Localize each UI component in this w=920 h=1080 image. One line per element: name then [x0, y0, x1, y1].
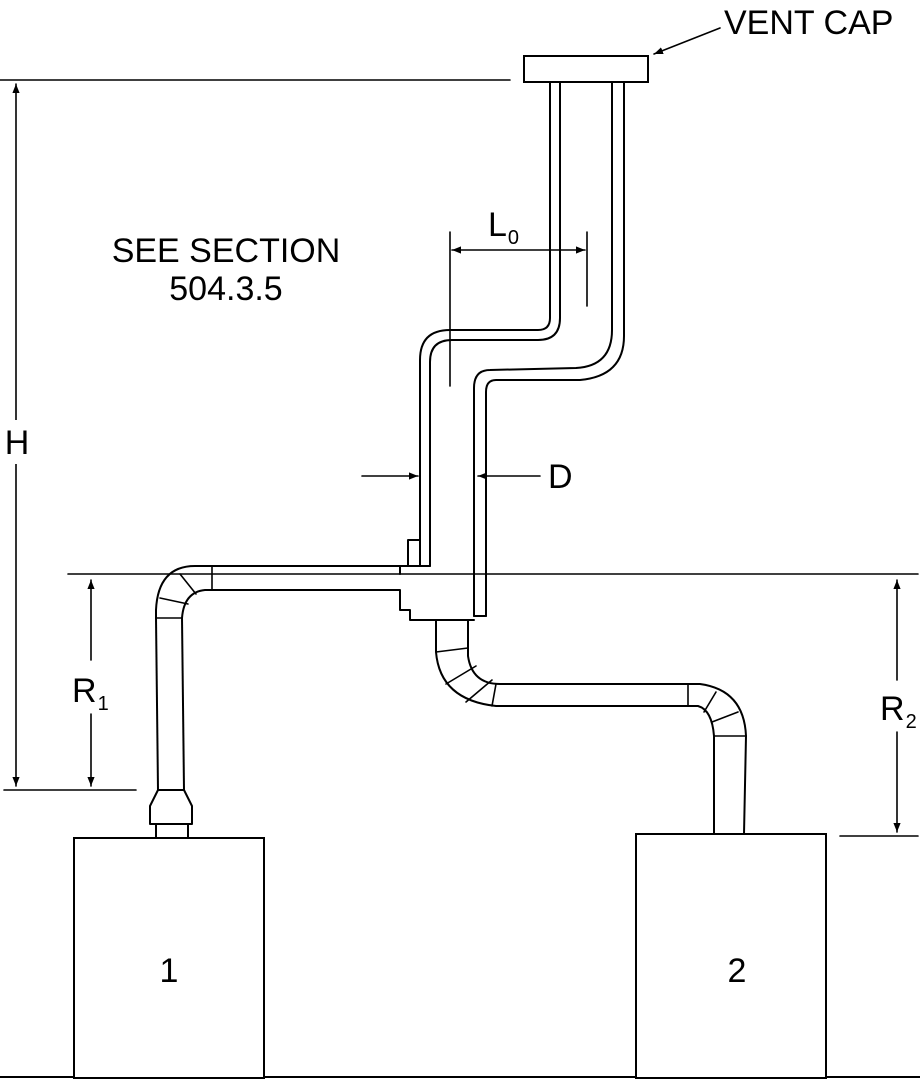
- connector1-right-wall: [181, 617, 185, 791]
- connector2-right-wall: [743, 735, 747, 835]
- connector1-elbow-seam-2: [179, 573, 197, 595]
- appliance-2: [635, 833, 827, 1079]
- section-number-label: 504.3.5: [169, 270, 282, 308]
- connector2-elbow2-seam-2: [703, 691, 717, 713]
- r2-label: R2: [880, 690, 917, 733]
- l0-label: L0: [488, 206, 519, 249]
- h-label: H: [5, 424, 30, 462]
- h-label-background: [2, 420, 32, 464]
- common-vent-right-inner-wall: [473, 81, 613, 617]
- connector1-elbow-inner: [181, 589, 213, 619]
- connector2-elbow2-outer: [689, 683, 747, 737]
- see-section-label: SEE SECTION: [112, 232, 341, 270]
- connector2-upper-wall: [467, 619, 691, 685]
- connector2-elbow2-inner: [685, 705, 715, 737]
- draft-hood-collar: [155, 823, 189, 839]
- draft-hood-fitting: [149, 789, 193, 825]
- connector1-left-wall: [155, 617, 159, 791]
- connector2-elbow2-seam-3: [711, 711, 739, 723]
- appliance-1-label: 1: [160, 952, 179, 990]
- connector2-elbow-seam-2: [445, 665, 477, 685]
- connector1-elbow-seam-3: [159, 597, 189, 605]
- vent-cap-leader-arrow: [653, 27, 721, 55]
- appliance-1: [73, 837, 265, 1079]
- connector2-elbow-seam-1: [435, 647, 469, 653]
- appliance-2-label: 2: [728, 952, 747, 990]
- vent-cap: [523, 55, 649, 83]
- connector2-elbow-seam-4: [491, 683, 497, 707]
- common-vent-left-outer-wall: [419, 81, 551, 567]
- connector2-elbow-seam-3: [465, 679, 493, 703]
- d-label: D: [548, 458, 573, 496]
- common-vent-right-outer-wall: [485, 81, 625, 617]
- r1-label: R1: [72, 672, 109, 715]
- connector1-elbow-outer: [155, 565, 213, 619]
- vent-cap-label: VENT CAP: [724, 4, 893, 42]
- tee-upper-collar: [399, 539, 421, 575]
- common-vent-left-inner-wall: [429, 81, 561, 567]
- connector2-lower-wall: [435, 619, 687, 707]
- tee-bottom-edge: [211, 589, 475, 621]
